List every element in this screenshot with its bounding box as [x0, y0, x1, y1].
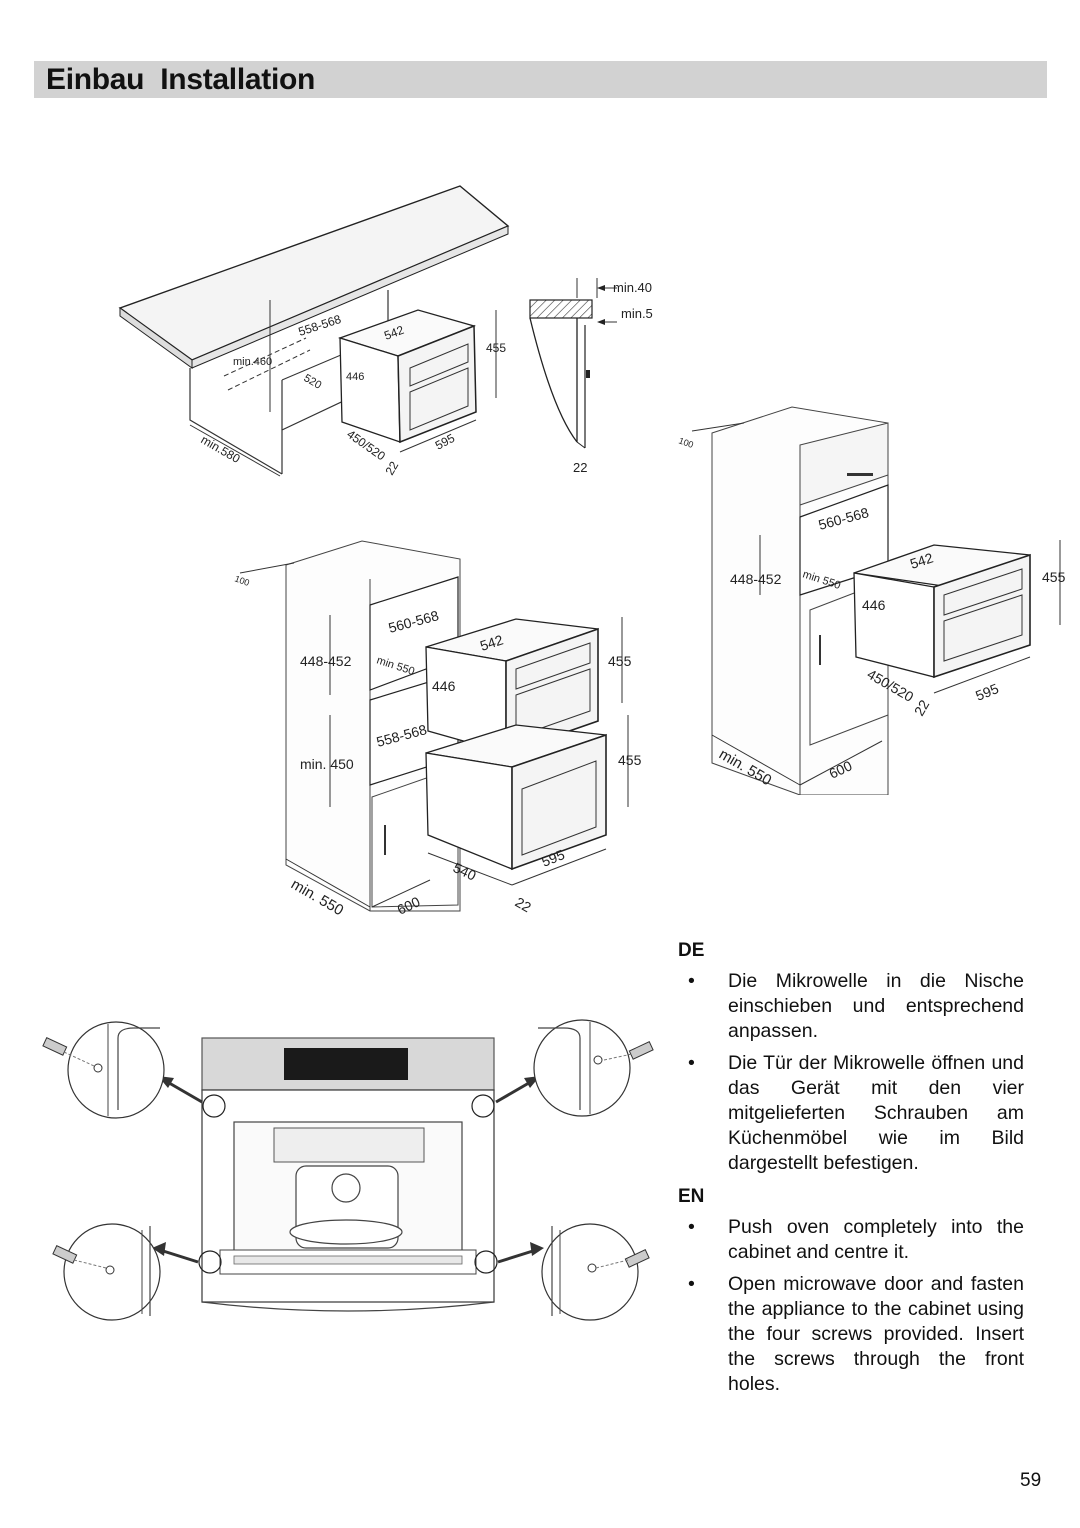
page-title: Einbau Installation: [46, 63, 316, 96]
dimension-label: 455: [486, 341, 506, 355]
zoom-detail-top-left: [42, 1021, 165, 1119]
dimension-label: 455: [608, 653, 632, 669]
zoom-detail-top-right: [533, 1019, 654, 1117]
english-instructions: Push oven completely into the cabinet an…: [678, 1215, 1024, 1397]
section-header-bar: Einbau Installation: [34, 61, 1047, 98]
tall-cabinet-double-oven-diagram: 100 560-568 448-452 min 550 542 455 446 …: [233, 540, 642, 919]
dimension-label: 22: [573, 460, 587, 475]
dimension-label: 542: [478, 631, 505, 654]
zoom-detail-bottom-right: [541, 1223, 650, 1321]
dimension-label: 446: [346, 371, 364, 383]
german-instructions: Die Mikrowelle in die Nische einschieben…: [678, 969, 1024, 1176]
dimension-label: 22: [513, 894, 535, 916]
list-item: Open microwave door and fasten the appli…: [678, 1272, 1024, 1397]
zoom-detail-bottom-left: [52, 1223, 161, 1321]
dimension-label: min. 450: [300, 756, 354, 772]
dimension-label: 446: [862, 597, 886, 613]
screw-fixing-diagram: [42, 1019, 654, 1321]
dimension-label: 22: [382, 459, 401, 478]
dimension-label: 22: [911, 697, 933, 719]
dimension-label: min.40: [613, 280, 652, 295]
dimension-label: 448-452: [730, 571, 782, 587]
english-heading: EN: [678, 1186, 705, 1207]
list-item: Die Tür der Mikrowelle öffnen und das Ge…: [678, 1051, 1024, 1176]
list-item: Die Mikrowelle in die Nische einschieben…: [678, 969, 1024, 1044]
dimension-label: min.460: [233, 356, 272, 368]
under-counter-installation-diagram: 558-568 542 455 min.460 520 446 min.580 …: [118, 185, 510, 478]
instructions-text: DE Die Mikrowelle in die Nische einschie…: [678, 938, 1024, 1405]
dimension-label: min.5: [621, 306, 653, 321]
dimension-label: 542: [908, 549, 935, 572]
list-item: Push oven completely into the cabinet an…: [678, 1215, 1024, 1265]
tall-cabinet-installation-diagram: 100 560-568 448-452 min 550 542 455 446 …: [677, 406, 1066, 795]
side-section-diagram: min.40 min.5 22: [529, 278, 653, 475]
dimension-label: 100: [233, 573, 251, 588]
dimension-label: 455: [618, 752, 642, 768]
dimension-label: 455: [1042, 569, 1066, 585]
dimension-label: 448-452: [300, 653, 352, 669]
page-number: 59: [1020, 1470, 1042, 1491]
dimension-label: 595: [433, 431, 458, 453]
dimension-label: 446: [432, 678, 456, 694]
dimension-label: 100: [677, 435, 695, 450]
german-heading: DE: [678, 940, 705, 961]
dimension-label: 595: [973, 680, 1001, 704]
dimension-label: 542: [382, 323, 406, 343]
dimension-label: 520: [302, 372, 324, 392]
